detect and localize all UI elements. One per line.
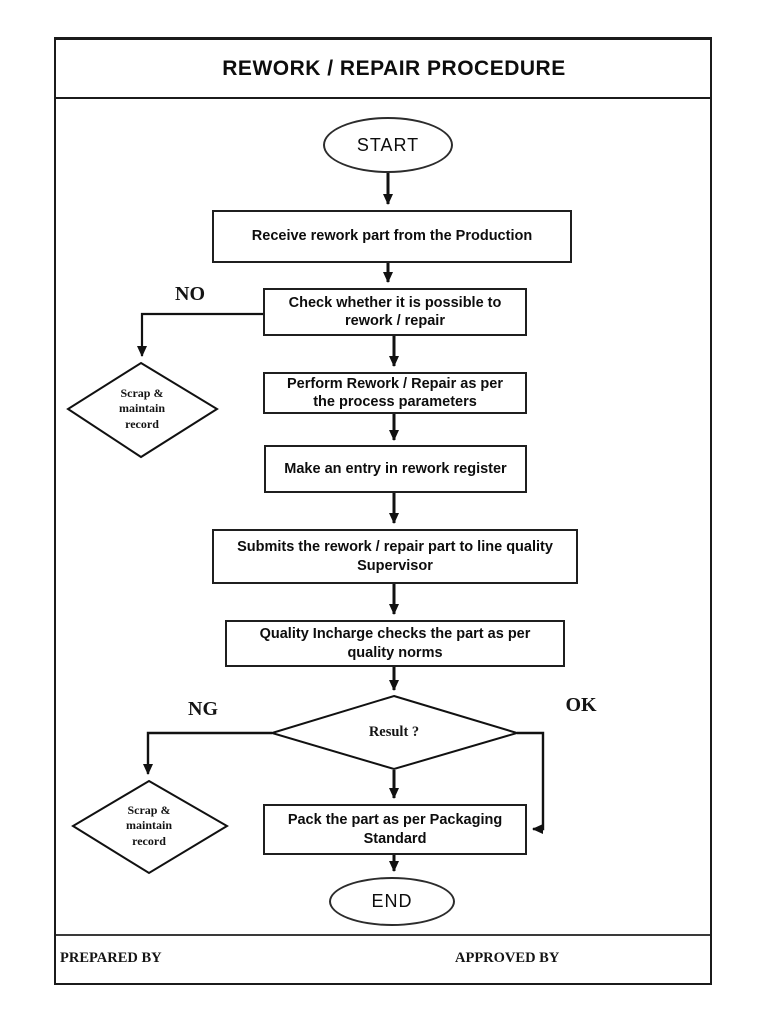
branch-no-line: [137, 312, 263, 357]
result-diamond: [268, 694, 521, 771]
branch-ng-line: [143, 731, 272, 775]
title-band: REWORK / REPAIR PROCEDURE: [56, 40, 710, 99]
footer-band: PREPARED BY APPROVED BY: [56, 934, 710, 983]
result-diamond-label: Result ?: [368, 724, 420, 740]
page-title: REWORK / REPAIR PROCEDURE: [222, 56, 566, 80]
branch-label-ng: NG: [188, 698, 218, 720]
scrap-top-diamond: [66, 361, 219, 459]
step-check-box: Check whether it is possible to rework /…: [263, 288, 527, 336]
prepared-by-label: PREPARED BY: [60, 950, 162, 966]
scrap-bottom-diamond: [71, 779, 229, 875]
step-receive-box: Receive rework part from the Production: [212, 210, 572, 263]
approved-by-label: APPROVED BY: [455, 950, 560, 966]
step-submit-box: Submits the rework / repair part to line…: [212, 529, 578, 584]
step-register-box: Make an entry in rework register: [264, 445, 527, 493]
step-quality-check-box: Quality Incharge checks the part as per …: [225, 620, 565, 667]
step-perform-box: Perform Rework / Repair as per the proce…: [263, 372, 527, 414]
branch-label-no: NO: [175, 283, 205, 305]
start-terminal: START: [323, 117, 453, 173]
scrap-top-diamond-label: Scrap & maintain record: [118, 385, 165, 431]
branch-ok-line: [517, 731, 545, 834]
scrap-bottom-diamond-label: Scrap & maintain record: [125, 802, 172, 848]
end-terminal: END: [329, 877, 455, 926]
branch-label-ok: OK: [565, 694, 597, 716]
step-pack-box: Pack the part as per Packaging Standard: [263, 804, 527, 855]
